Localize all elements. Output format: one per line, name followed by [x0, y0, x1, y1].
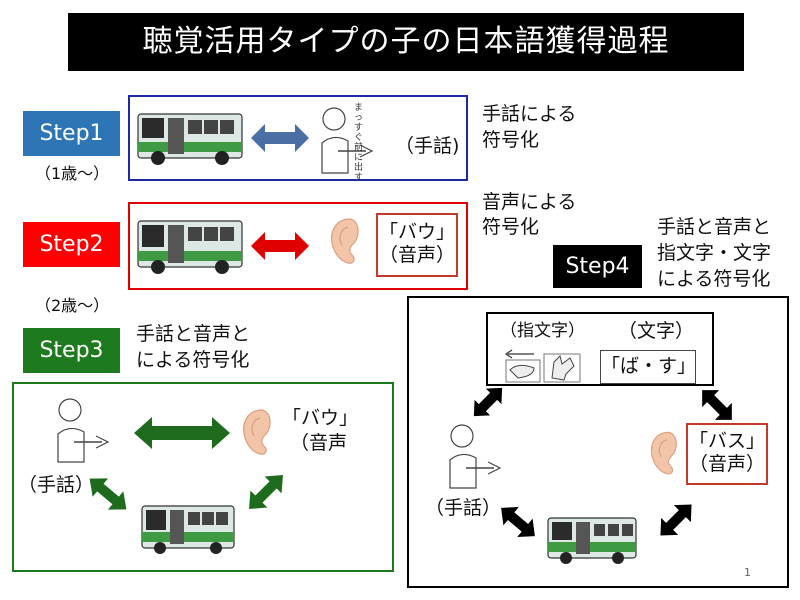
step4-caption-line3: による符号化 — [657, 268, 771, 290]
step1-sign-label: （手話) — [395, 135, 460, 157]
signing-person-image — [314, 103, 376, 175]
sign-annotation: まっすぐ前に出す — [354, 103, 364, 183]
step2-word-box: 「バウ」 （音声） — [376, 213, 458, 277]
diagonal-arrow-black-right — [702, 390, 732, 420]
step3-sign-label: （手話） — [18, 474, 95, 496]
diagonal-arrow-black-bottom-right — [660, 504, 692, 536]
step3-caption-line2: による符号化 — [136, 349, 250, 371]
double-arrow-red — [251, 232, 309, 260]
step4-fingerspelling-label: （指文字） — [500, 321, 585, 341]
fingerspelling-hand-image — [504, 348, 582, 384]
diagonal-arrow-green-left — [89, 478, 127, 510]
ear-icon — [243, 409, 271, 455]
double-arrow-blue — [251, 124, 309, 152]
step1-age: （1歳～） — [35, 164, 110, 183]
step1-caption-line1: 手話による — [482, 103, 577, 125]
step2-caption-line1: 音声による — [482, 191, 577, 213]
step2-age: （2歳～） — [35, 296, 110, 315]
ear-icon — [331, 218, 359, 264]
step3-word: 「バウ」 — [282, 407, 359, 429]
step4-badge: Step4 — [553, 245, 642, 288]
step4-voice: （音声） — [688, 453, 765, 475]
page-number: 1 — [744, 566, 751, 579]
step4-text-word-box: 「ば・す」 — [600, 350, 696, 384]
step4-word: 「バス」 — [688, 430, 765, 452]
step4-caption-line2: 指文字・文字 — [657, 242, 772, 264]
step1-badge: Step1 — [23, 111, 120, 156]
step2-voice: （音声） — [378, 244, 455, 266]
step2-badge: Step2 — [23, 222, 120, 267]
bus-image — [136, 215, 244, 277]
step2-word: 「バウ」 — [378, 221, 455, 243]
step1-frame — [128, 95, 468, 181]
step2-frame — [128, 202, 468, 290]
bus-image — [140, 500, 236, 558]
ear-icon — [650, 431, 677, 475]
step3-voice: （音声 — [290, 432, 348, 454]
diagonal-arrow-green-right — [249, 475, 283, 509]
page-title: 聴覚活用タイプの子の日本語獲得過程 — [68, 13, 744, 71]
signing-person-image — [50, 394, 112, 464]
step4-caption-line1: 手話と音声と — [657, 216, 772, 238]
bus-image — [136, 108, 244, 168]
diagonal-arrow-black-bottom-left — [501, 507, 535, 537]
signing-person-image — [442, 420, 504, 490]
step4-text-label: （文字） — [618, 320, 695, 342]
step2-caption-line2: 符号化 — [482, 216, 540, 238]
diagonal-arrow-black-left — [473, 387, 503, 417]
step4-sign-label: （手話） — [425, 497, 502, 519]
bus-image — [546, 512, 638, 568]
step4-frame — [407, 296, 789, 588]
step4-word-box: 「バス」 （音声） — [686, 423, 768, 485]
step3-frame — [12, 382, 394, 572]
step4-inner-frame — [486, 312, 714, 386]
step3-caption-line1: 手話と音声と — [136, 323, 251, 345]
double-arrow-green — [134, 417, 230, 449]
step3-badge: Step3 — [23, 328, 120, 373]
step1-caption-line2: 符号化 — [482, 129, 540, 151]
step4-text-word: 「ば・す」 — [601, 355, 697, 377]
